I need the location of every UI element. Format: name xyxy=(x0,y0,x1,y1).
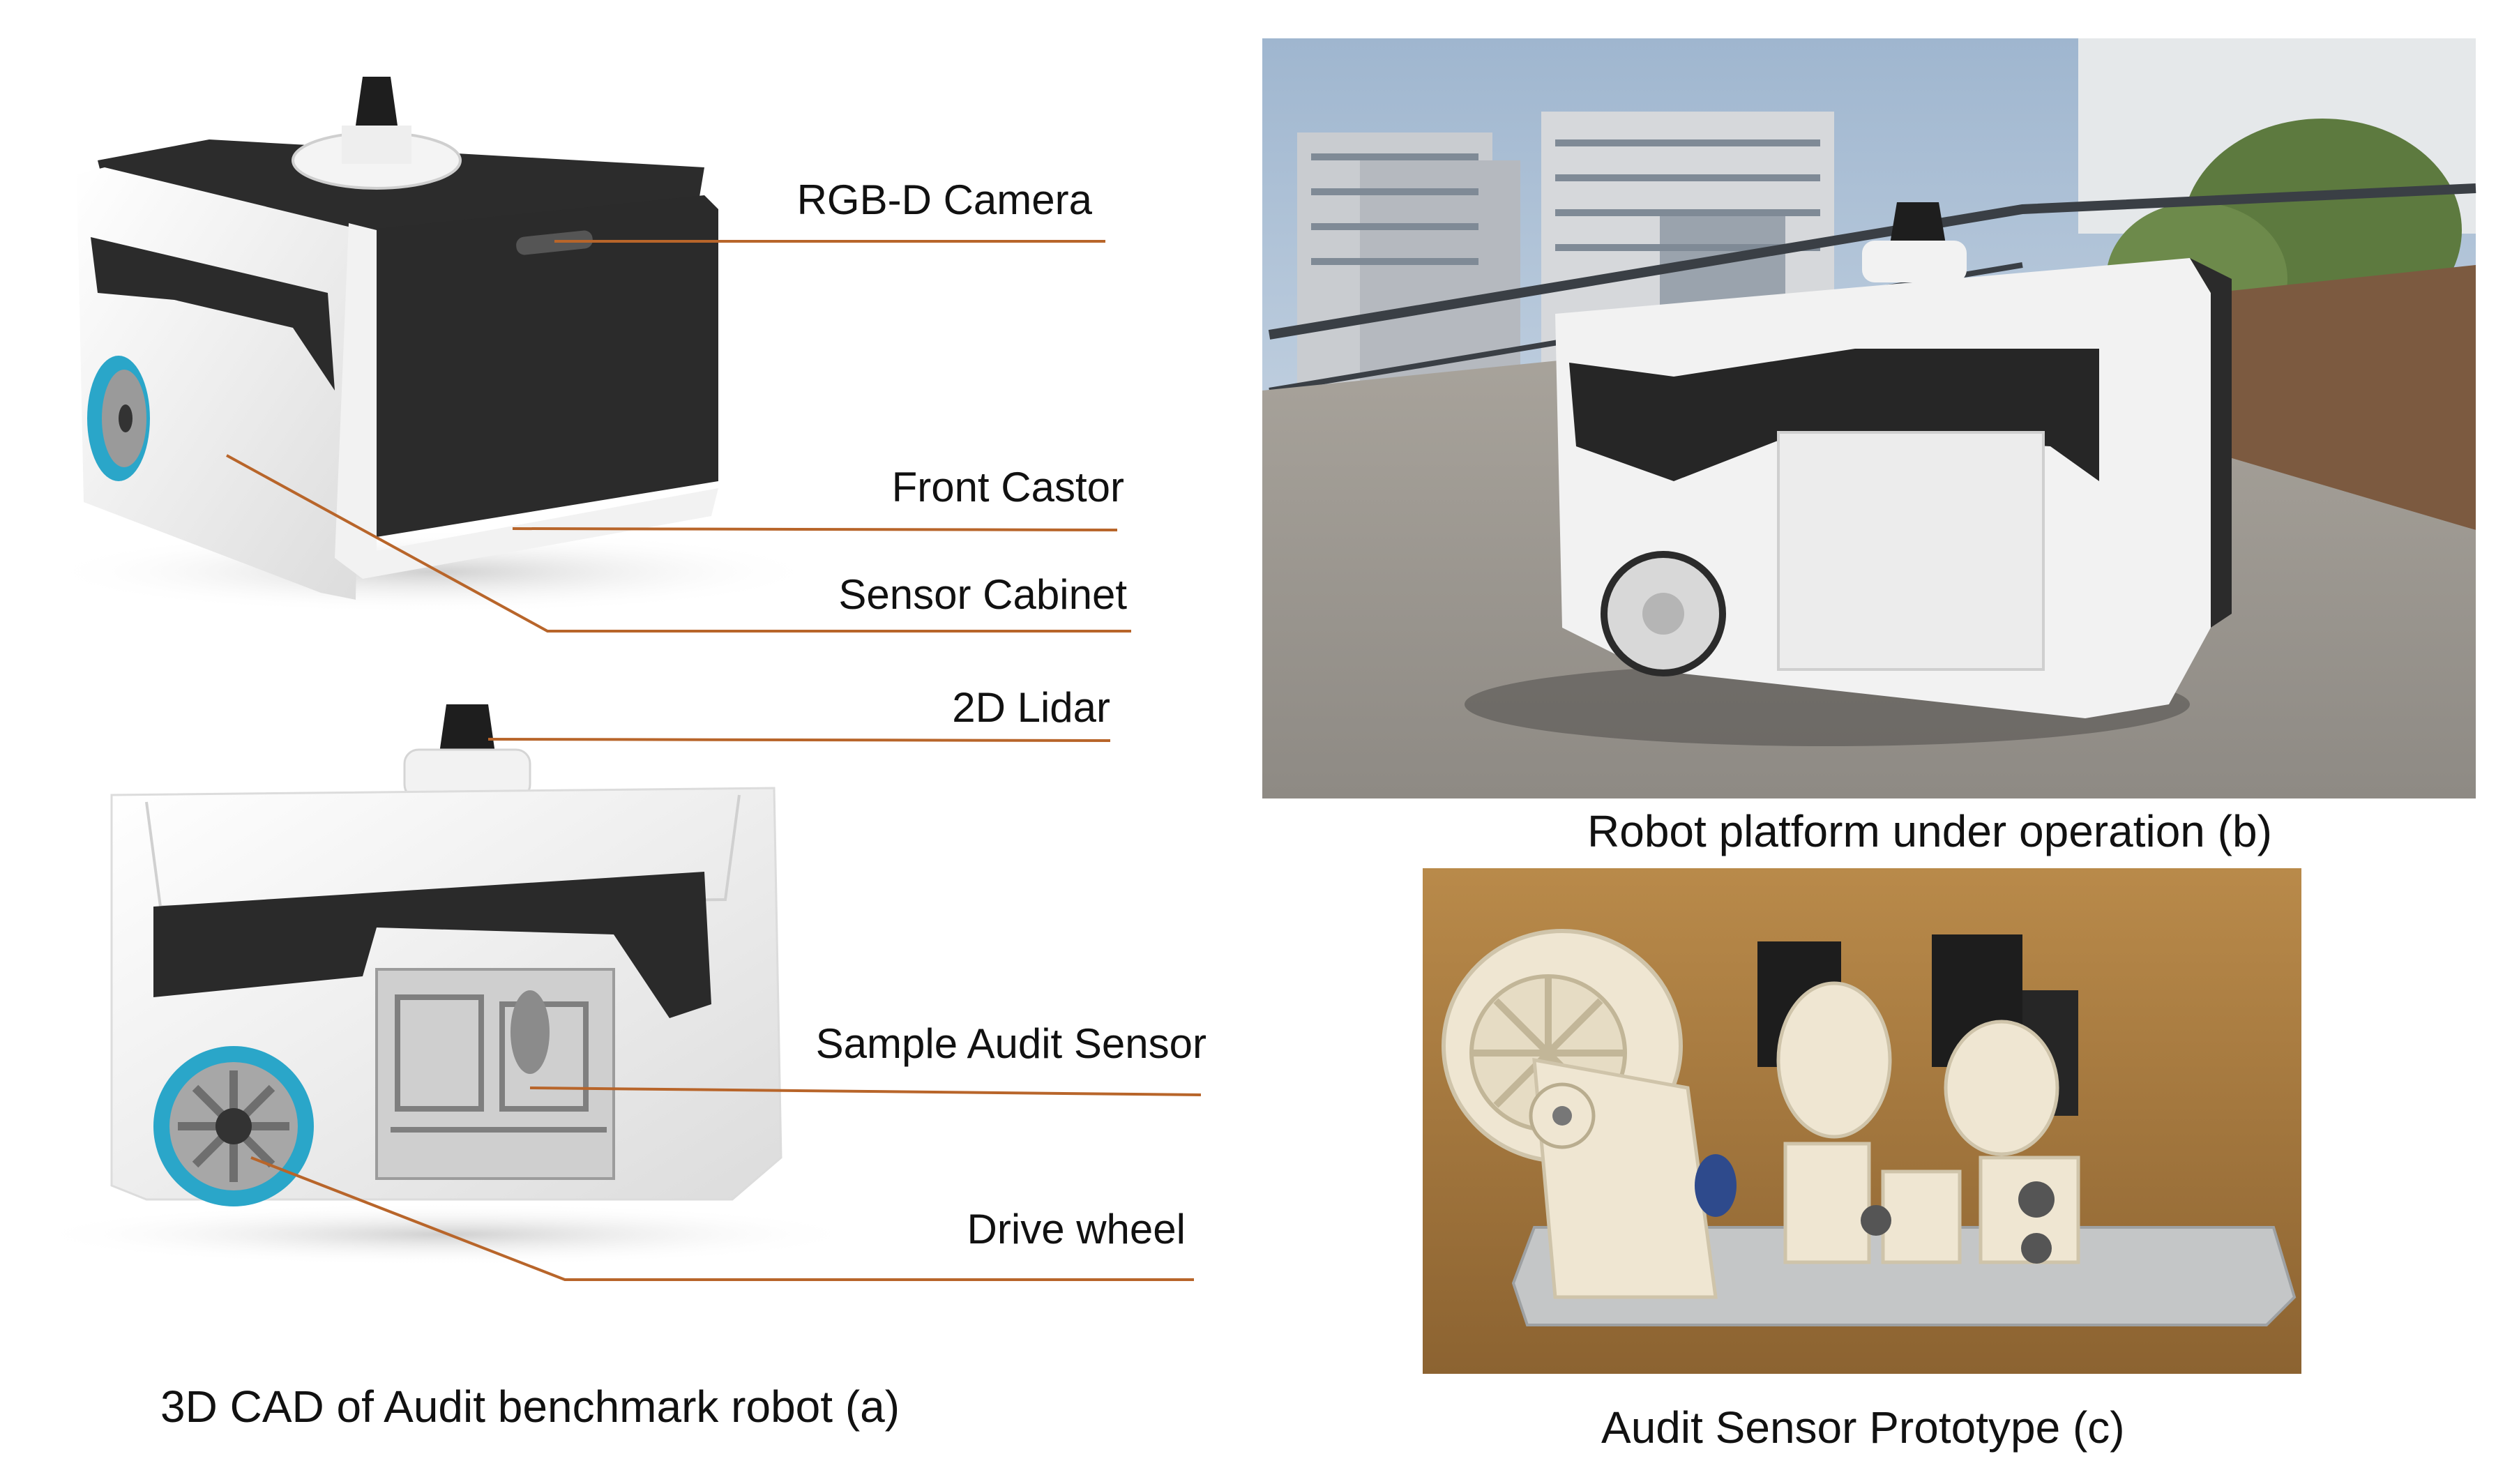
cad-robot-isometric xyxy=(42,77,823,614)
caption-b: Robot platform under operation (b) xyxy=(1587,806,2272,856)
label-front-castor: Front Castor xyxy=(891,464,1124,510)
caption-a: 3D CAD of Audit benchmark robot (a) xyxy=(160,1381,900,1432)
leader-drive-wheel xyxy=(250,1156,1194,1281)
cad-robot-side xyxy=(28,704,865,1266)
label-drive-wheel: Drive wheel xyxy=(967,1206,1186,1252)
photo-audit-sensor-prototype xyxy=(1423,868,2301,1374)
callout-leader-lines xyxy=(226,240,1202,1281)
leader-front-castor xyxy=(512,527,1118,531)
label-sensor-cabinet: Sensor Cabinet xyxy=(838,571,1127,618)
label-rgbd-camera: RGB-D Camera xyxy=(796,176,1092,223)
caption-c: Audit Sensor Prototype (c) xyxy=(1601,1402,2125,1453)
photo-robot-outdoor xyxy=(1262,38,2476,798)
leader-sample-audit-sensor xyxy=(529,1086,1202,1096)
leader-lidar xyxy=(487,738,1111,742)
label-sample-audit-sensor: Sample Audit Sensor xyxy=(815,1020,1206,1067)
label-2d-lidar: 2D Lidar xyxy=(952,684,1110,731)
leader-sensor-cabinet xyxy=(226,454,1131,633)
